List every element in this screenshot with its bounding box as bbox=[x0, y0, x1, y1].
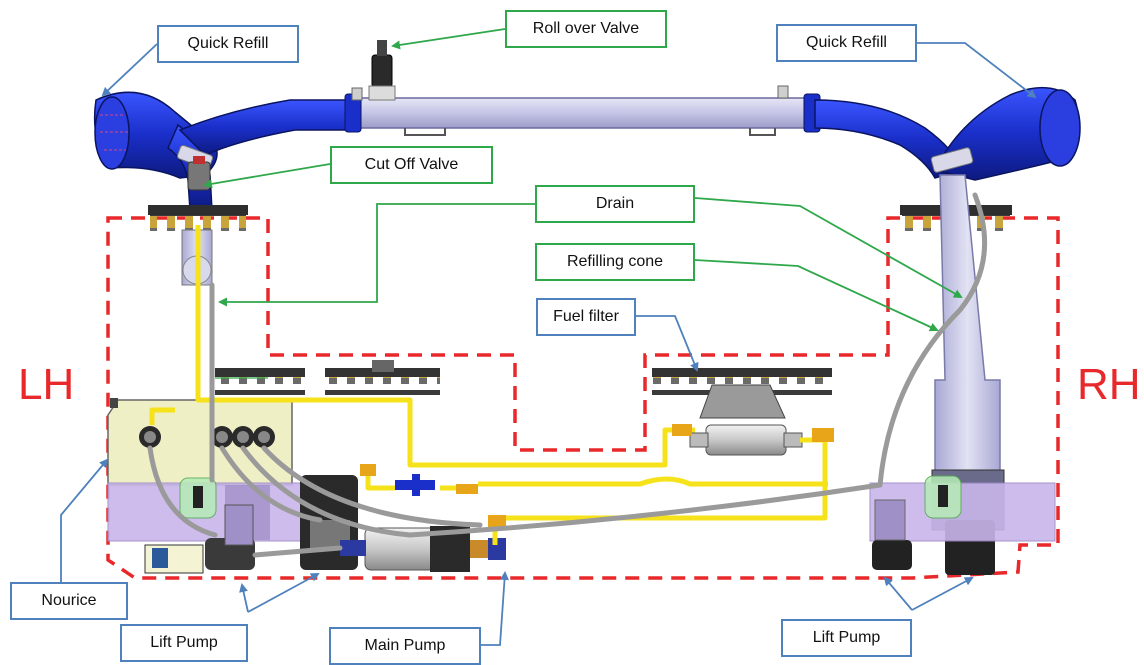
nourice-callout: Nourice bbox=[10, 582, 128, 620]
rh-collector-box bbox=[869, 475, 1056, 570]
refilling-cone-callout: Refilling cone bbox=[535, 243, 695, 281]
callout-arrows bbox=[60, 28, 1037, 646]
lift-pump-right-callout: Lift Pump bbox=[781, 619, 912, 657]
lift-pump-left-callout: Lift Pump bbox=[120, 624, 248, 662]
rh-side-label: RH bbox=[1077, 360, 1141, 409]
roll-over-valve-callout: Roll over Valve bbox=[505, 10, 667, 48]
fuel-filter-callout: Fuel filter bbox=[536, 298, 636, 336]
drain-callout: Drain bbox=[535, 185, 695, 223]
lh-side-label: LH bbox=[18, 360, 75, 409]
fuel-line-fittings bbox=[360, 424, 834, 527]
tank-zone-outline bbox=[106, 216, 1060, 580]
grey-hoses bbox=[147, 192, 988, 558]
check-valve bbox=[395, 474, 435, 496]
cut-off-valve-callout: Cut Off Valve bbox=[330, 146, 493, 184]
fuel-filter bbox=[689, 384, 803, 456]
quick-refill-left-callout: Quick Refill bbox=[157, 25, 299, 63]
main-pump-callout: Main Pump bbox=[329, 627, 481, 665]
quick-refill-right-callout: Quick Refill bbox=[776, 24, 917, 62]
filler-pipe-assembly bbox=[93, 40, 1081, 211]
